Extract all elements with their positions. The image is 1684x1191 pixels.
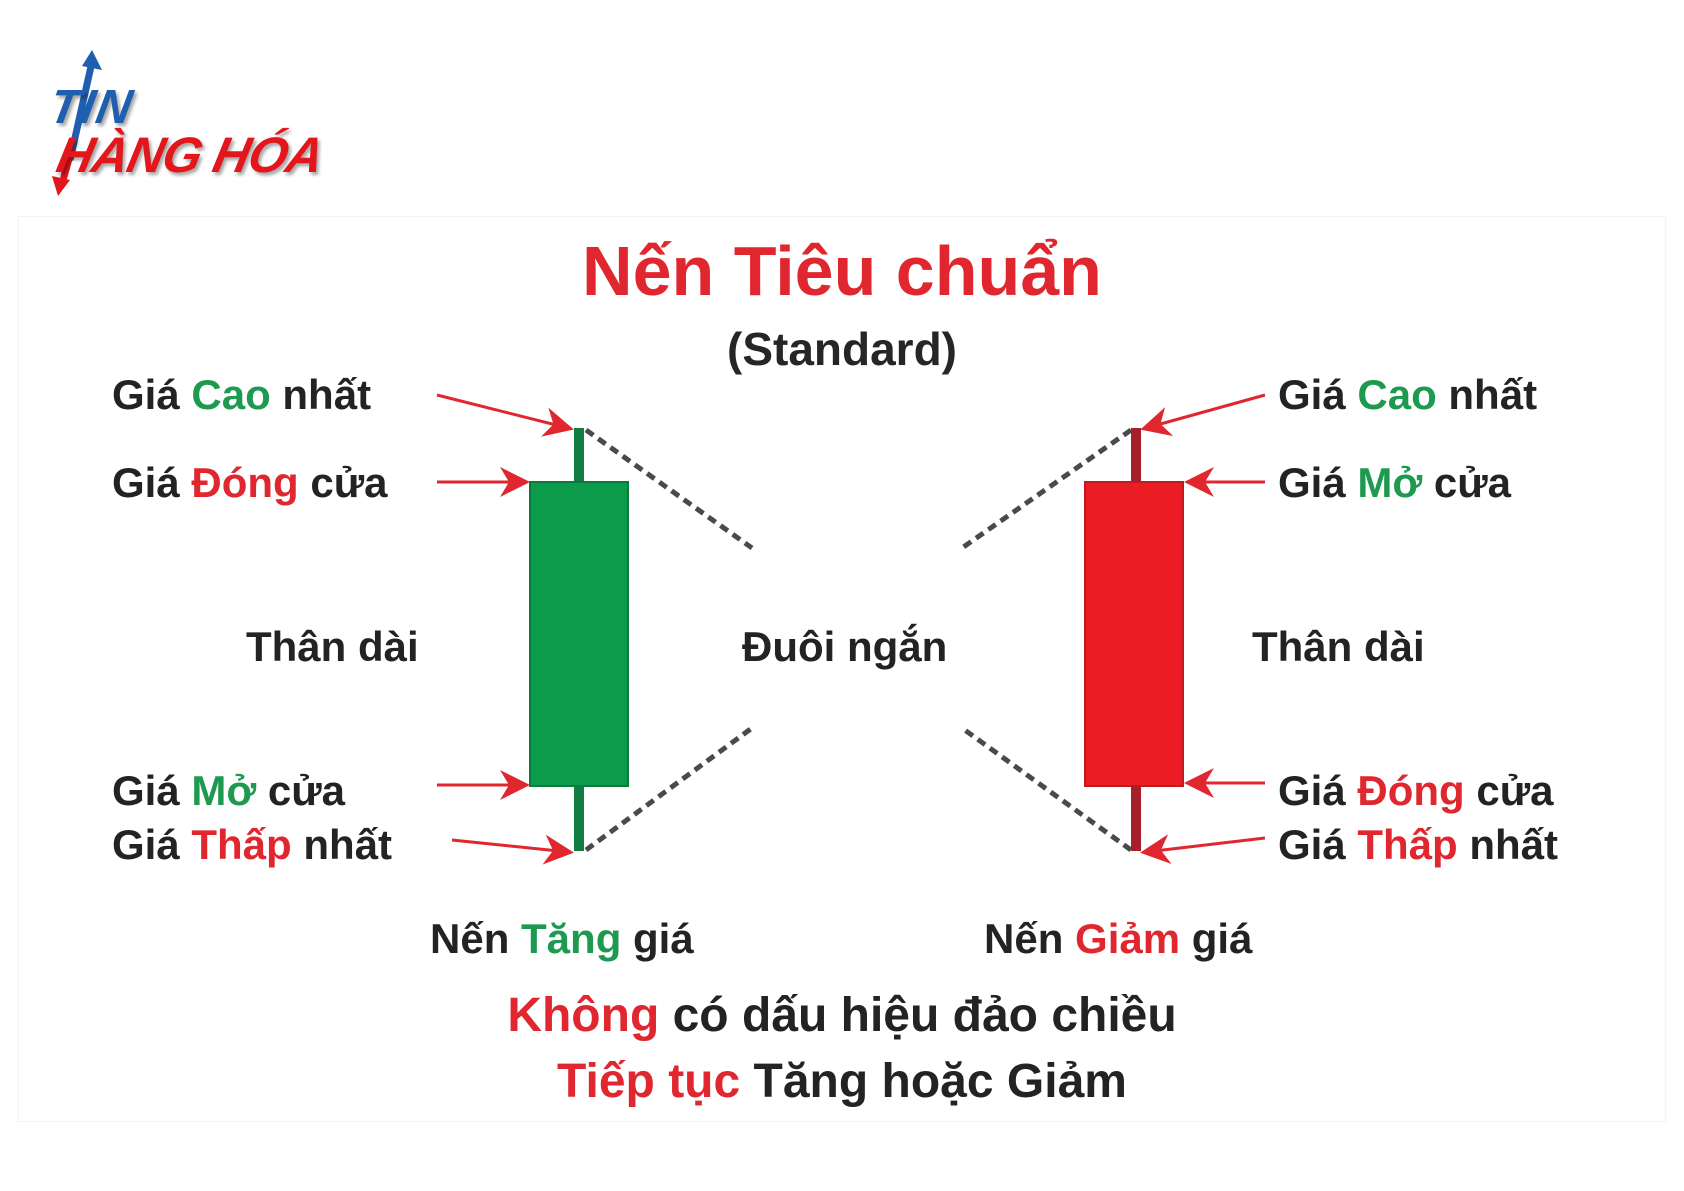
left-label-close: Giá Đóng cửa — [112, 462, 387, 504]
label-key: Đóng — [191, 459, 299, 506]
right-arrows — [1140, 393, 1266, 865]
label-prefix: Giá — [112, 767, 180, 814]
caption-prefix: Nến — [430, 915, 510, 962]
conclusion-line-2: Tiếp tục Tăng hoặc Giảm — [0, 1058, 1684, 1106]
label-prefix: Giá — [112, 459, 180, 506]
bearish-candle — [1084, 428, 1184, 851]
page-title: Nến Tiêu chuẩn — [582, 232, 1102, 310]
label-suffix: cửa — [1433, 459, 1512, 506]
label-suffix: nhất — [1469, 821, 1559, 868]
tail-dashed-lines — [584, 427, 1133, 853]
label-prefix: Giá — [1278, 459, 1346, 506]
label-key: Mở — [191, 767, 257, 814]
right-label-low: Giá Thấp nhất — [1278, 824, 1558, 866]
conclusion-text: có dấu hiệu đảo chiều — [672, 989, 1177, 1042]
conclusion-highlight: Không — [507, 989, 660, 1042]
conclusion-highlight: Tiếp tục — [557, 1055, 741, 1108]
label-key: Thấp — [191, 821, 292, 868]
caption-suffix: giá — [633, 915, 694, 962]
left-body-label: Thân dài — [246, 623, 419, 670]
caption-key: Tăng — [521, 915, 622, 962]
right-candle-caption: Nến Giảm giá — [984, 918, 1252, 960]
right-body-label: Thân dài — [1252, 623, 1425, 670]
left-label-low: Giá Thấp nhất — [112, 824, 392, 866]
label-suffix: cửa — [310, 459, 388, 506]
right-label-high: Giá Cao nhất — [1278, 374, 1537, 416]
label-prefix: Giá — [1278, 767, 1346, 814]
conclusion-line-1: Không có dấu hiệu đảo chiều — [0, 992, 1684, 1040]
label-prefix: Giá — [112, 371, 180, 418]
left-candle-caption: Nến Tăng giá — [430, 918, 694, 960]
conclusion-text: Tăng hoặc Giảm — [753, 1055, 1127, 1108]
label-key: Cao — [1357, 371, 1437, 418]
page-subtitle: (Standard) — [727, 323, 957, 375]
left-label-open: Giá Mở cửa — [112, 770, 345, 812]
label-key: Đóng — [1357, 767, 1465, 814]
label-suffix: nhất — [282, 371, 372, 418]
logo-arrows-icon — [52, 50, 102, 196]
label-key: Mở — [1357, 459, 1423, 506]
label-suffix: nhất — [1448, 371, 1538, 418]
right-label-open: Giá Mở cửa — [1278, 462, 1511, 504]
label-prefix: Giá — [1278, 821, 1346, 868]
caption-prefix: Nến — [984, 915, 1064, 962]
label-prefix: Giá — [1278, 371, 1346, 418]
center-tail-label: Đuôi ngắn — [742, 623, 948, 670]
logo: TIN HÀNG HÓA — [40, 48, 340, 208]
label-suffix: nhất — [303, 821, 393, 868]
caption-key: Giảm — [1075, 915, 1181, 962]
label-key: Thấp — [1357, 821, 1458, 868]
right-label-close: Giá Đóng cửa — [1278, 770, 1553, 812]
label-suffix: cửa — [1476, 767, 1554, 814]
left-arrows — [436, 393, 574, 865]
diagram-frame — [18, 216, 1666, 1122]
label-suffix: cửa — [267, 767, 346, 814]
label-prefix: Giá — [112, 821, 180, 868]
bullish-candle — [529, 428, 629, 851]
caption-suffix: giá — [1191, 915, 1253, 962]
label-key: Cao — [191, 371, 271, 418]
left-label-high: Giá Cao nhất — [112, 374, 371, 416]
